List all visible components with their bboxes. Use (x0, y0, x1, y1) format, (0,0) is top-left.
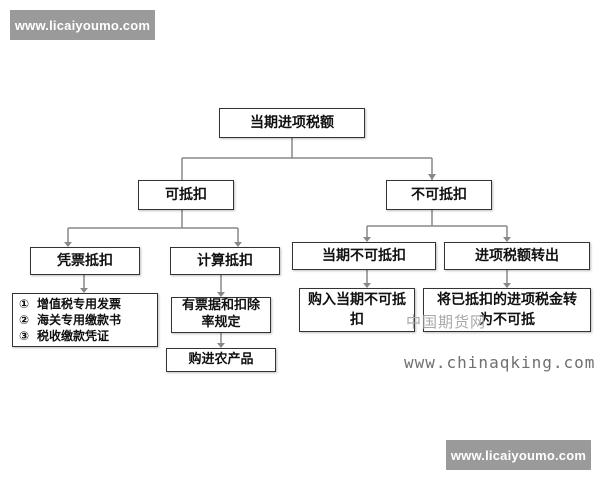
watermark-badge-top: www.licaiyoumo.com (10, 10, 155, 40)
list-number: ① (19, 296, 30, 311)
list-number: ③ (19, 329, 30, 344)
node-current-non-deductible: 当期不可抵扣 (292, 242, 436, 270)
list-text: 增值税专用发票 (37, 296, 122, 311)
list-number: ② (19, 312, 30, 327)
watermark-badge-bottom: www.licaiyoumo.com (446, 440, 591, 470)
list-text: 税收缴款凭证 (37, 329, 110, 344)
root-node-current-input-tax: 当期进项税额 (219, 108, 365, 138)
node-non-deductible: 不可抵扣 (386, 180, 492, 210)
node-deductible: 可抵扣 (138, 180, 234, 210)
url-watermark: www.chinaqking.com (404, 353, 596, 372)
node-purchase-non-deductible: 购入当期不可抵扣 (299, 288, 415, 332)
node-input-tax-transfer-out: 进项税额转出 (444, 242, 590, 270)
node-voucher-list: ① 增值税专用发票 ② 海关专用缴款书 ③ 税收缴款凭证 (12, 293, 158, 347)
node-calculated-deduction: 计算抵扣 (170, 247, 280, 275)
node-agricultural-products: 购进农产品 (166, 348, 276, 372)
voucher-list-item: ① 增值税专用发票 (19, 296, 121, 312)
node-calc-rule: 有票据和扣除率规定 (171, 297, 271, 333)
voucher-list-item: ③ 税收缴款凭证 (19, 328, 109, 344)
list-text: 海关专用缴款书 (37, 312, 122, 327)
chinese-watermark: 中国期货网 (406, 313, 487, 331)
node-voucher-deduction: 凭票抵扣 (30, 247, 140, 275)
voucher-list-item: ② 海关专用缴款书 (19, 312, 121, 328)
node-transfer-note: 将已抵扣的进项税金转为不可抵 (423, 288, 591, 332)
